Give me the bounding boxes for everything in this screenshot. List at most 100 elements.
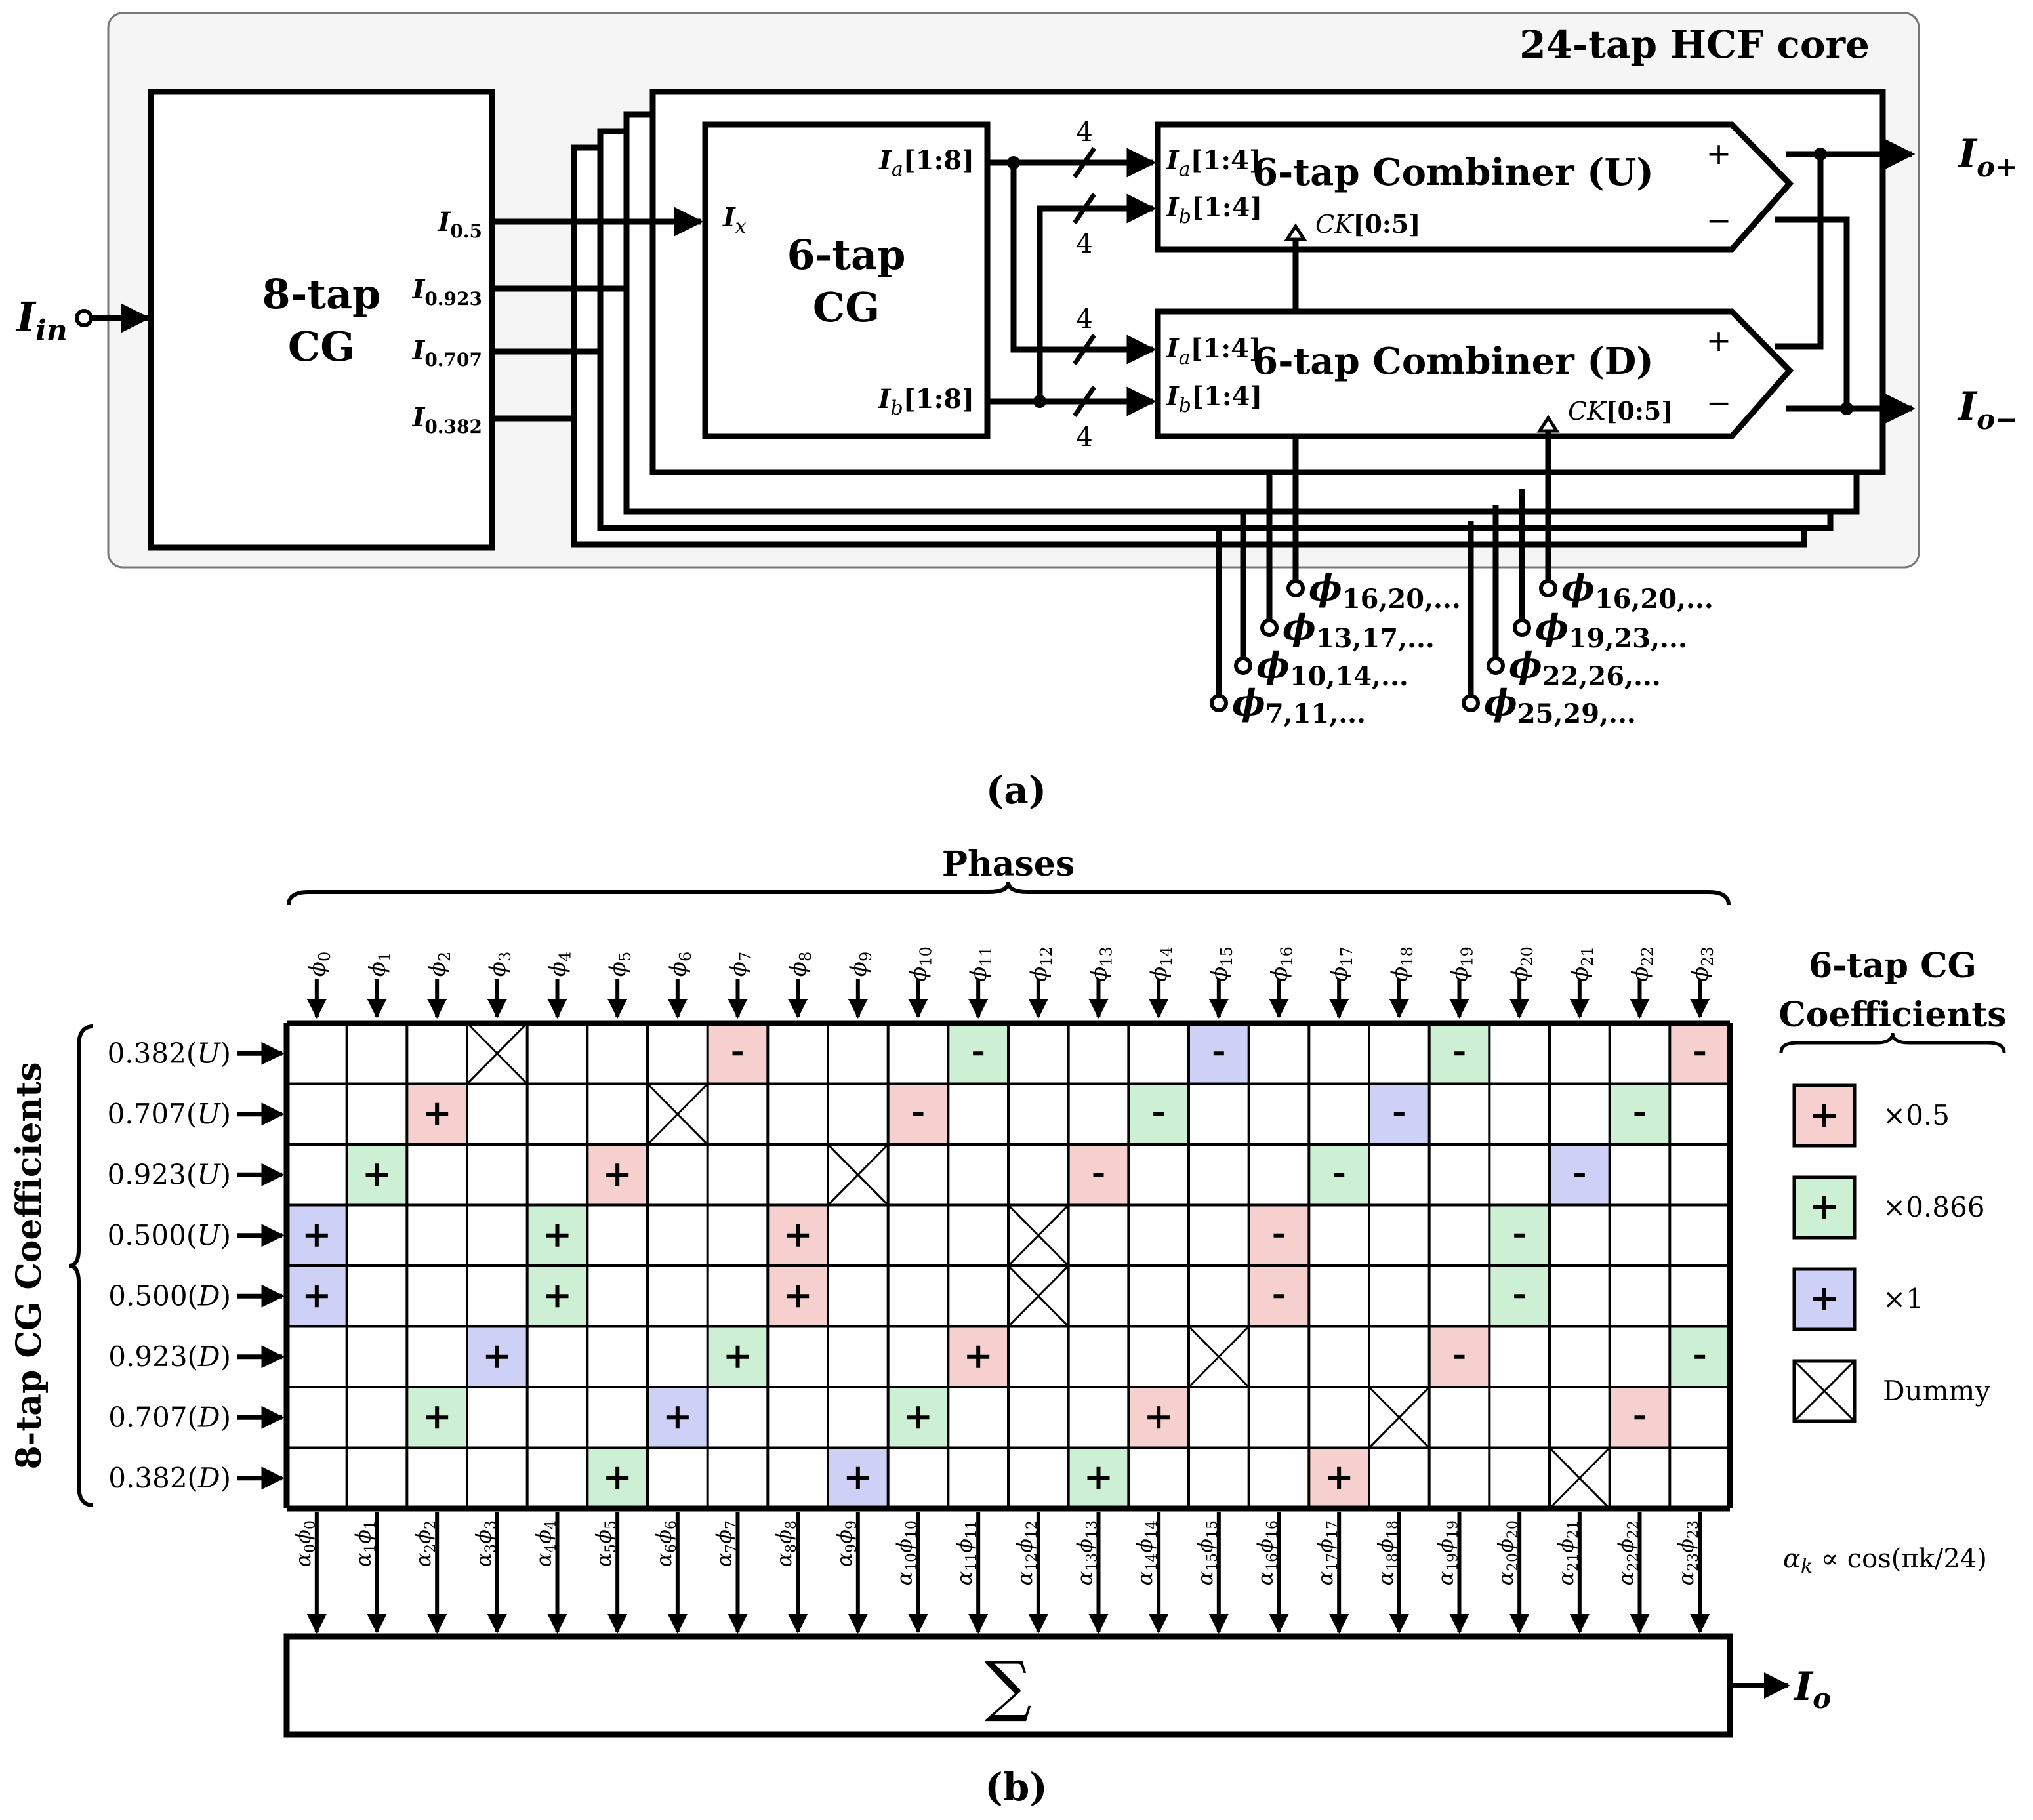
row-label-6: 0.707(D): [108, 1401, 231, 1433]
sum-symbol: ∑: [985, 1648, 1031, 1724]
cg8-out-0p5: I0.5: [438, 207, 482, 242]
legend-title-line2: Coefficients: [1778, 995, 2006, 1035]
combiner-d-title: 6-tap Combiner (D): [1252, 340, 1654, 383]
phase-terminal-l3: [1234, 657, 1252, 675]
phase-header-18: ϕ18: [1387, 946, 1416, 982]
phase-terminal-l2: [1260, 618, 1279, 637]
dummy-cross-b: [827, 1143, 889, 1206]
legend-label-0: ×0.5: [1883, 1099, 1950, 1131]
phase-header-17: ϕ17: [1326, 946, 1356, 982]
row-label-4: 0.500(D): [108, 1280, 231, 1312]
combiner-u-title: 6-tap Combiner (U): [1252, 151, 1654, 194]
cg6-in-label: Ix: [722, 202, 747, 238]
phase-header-8: ϕ8: [785, 952, 815, 977]
phase-label-r1: ϕ16,20,...: [1561, 567, 1714, 615]
phase-label-l1: ϕ16,20,...: [1309, 567, 1461, 615]
phase-header-0: ϕ0: [304, 952, 334, 977]
phase-label-r2: ϕ19,23,...: [1535, 606, 1687, 654]
phase-header-11: ϕ11: [966, 946, 995, 982]
phase-header-13: ϕ13: [1086, 946, 1116, 982]
alpha-label-15: α15ϕ15: [1193, 1520, 1221, 1585]
output-plus-label: Io+: [1957, 131, 2018, 183]
dummy-cross-b: [1368, 1386, 1430, 1449]
phase-header-6: ϕ6: [665, 952, 695, 977]
phase-header-5: ϕ5: [605, 952, 634, 977]
junction-ia: [1007, 156, 1020, 169]
junction-out-minus: [1840, 402, 1853, 415]
alpha-label-0: α0ϕ0: [291, 1520, 319, 1567]
legend-dummy-cross-b: [1793, 1360, 1856, 1423]
phase-header-9: ϕ9: [846, 952, 875, 977]
bus-width-1: 4: [1076, 117, 1092, 148]
row-axis-title: 8-tap CG Coefficients: [9, 1062, 49, 1469]
cg6-out-b-label: Ib[1:8]: [878, 384, 974, 420]
combiner-d-in-b: Ib[1:4]: [1166, 381, 1262, 417]
combiner-d-in-a: Ia[1:4]: [1166, 333, 1262, 369]
alpha-label-19: α19ϕ19: [1433, 1520, 1462, 1585]
alpha-label-3: α3ϕ3: [471, 1520, 499, 1567]
cg8-block: [148, 89, 495, 551]
row-label-2: 0.923(U): [108, 1158, 231, 1190]
alpha-label-11: α11ϕ11: [952, 1520, 980, 1585]
legend-brace: [1779, 1032, 2006, 1053]
cg8-title-line1: 8-tap: [262, 270, 380, 318]
cg8-title-line2: CG: [288, 323, 355, 371]
phase-header-14: ϕ14: [1146, 946, 1176, 982]
alpha-label-7: α7ϕ7: [712, 1520, 740, 1567]
legend-title-line1: 6-tap CG: [1809, 946, 1977, 986]
phase-label-l3: ϕ10,14,...: [1256, 644, 1408, 692]
alpha-label-23: α23ϕ23: [1674, 1520, 1702, 1585]
alpha-label-6: α6ϕ6: [651, 1520, 680, 1567]
phase-header-1: ϕ1: [365, 952, 394, 977]
phase-headers: ϕ0ϕ1ϕ2ϕ3ϕ4ϕ5ϕ6ϕ7ϕ8ϕ9ϕ10ϕ11ϕ12ϕ13ϕ14ϕ15ϕ1…: [304, 946, 1717, 1019]
dummy-cross-b: [466, 1022, 528, 1085]
part-a-block-diagram: 24-tap HCF core 8-tap CG I0.5 I0.923 I0.…: [15, 12, 2018, 813]
ck-u-triangle: [1284, 223, 1307, 241]
bus-width-2: 4: [1076, 229, 1092, 259]
combiner-u-block: [1155, 121, 1794, 253]
phase-header-15: ϕ15: [1206, 946, 1236, 982]
phase-terminal-l1: [1286, 579, 1305, 597]
alpha-label-21: α21ϕ21: [1553, 1520, 1582, 1585]
bus-slash-2: [1073, 193, 1096, 224]
phase-header-19: ϕ19: [1447, 946, 1477, 982]
alpha-label-14: α14ϕ14: [1132, 1520, 1160, 1585]
input-label: Iin: [15, 293, 68, 348]
legend-label-2: ×1: [1883, 1283, 1923, 1315]
phase-label-r4: ϕ25,29,...: [1484, 681, 1636, 729]
phase-header-20: ϕ20: [1507, 946, 1536, 982]
cg6-title-line2: CG: [813, 283, 880, 331]
cg8-out-0p707: I0.707: [412, 335, 482, 371]
legend-label-1: ×0.866: [1883, 1191, 1984, 1223]
wire-i0923: [492, 285, 630, 512]
dummy-cross-b: [1007, 1204, 1069, 1267]
phase-header-4: ϕ4: [545, 952, 575, 977]
phase-label-r3: ϕ22,26,...: [1509, 644, 1661, 692]
junction-out-plus: [1814, 148, 1827, 161]
phases-title: Phases: [942, 844, 1075, 884]
phase-header-10: ϕ10: [906, 946, 935, 982]
phase-label-l2: ϕ13,17,...: [1283, 606, 1435, 654]
phase-terminal-r3: [1487, 657, 1505, 675]
combiner-d-ck: CK[0:5]: [1568, 396, 1673, 426]
wire-i0382: [492, 415, 577, 544]
alpha-label-16: α16ϕ16: [1253, 1520, 1281, 1585]
alpha-label-5: α5ϕ5: [591, 1520, 619, 1567]
alpha-label-4: α4ϕ4: [531, 1520, 560, 1567]
input-terminal: [75, 309, 93, 327]
sum-block: [283, 1633, 1733, 1738]
combiner-d-plus: +: [1706, 323, 1732, 358]
dummy-cross-b: [1548, 1447, 1611, 1510]
wire-i0707: [492, 348, 604, 528]
dummy-cross-b: [646, 1083, 708, 1146]
alpha-formula: αk ∝ cos(πk/24): [1783, 1544, 1987, 1578]
phase-header-3: ϕ3: [485, 952, 514, 977]
alpha-labels: α0ϕ0α1ϕ1α2ϕ2α3ϕ3α4ϕ4α5ϕ5α6ϕ6α7ϕ7α8ϕ8α9ϕ9…: [291, 1512, 1710, 1634]
combiner-u-in-b: Ib[1:4]: [1166, 192, 1262, 228]
cg8-out-0p382: I0.382: [412, 402, 482, 437]
phase-header-21: ϕ21: [1567, 946, 1597, 982]
alpha-label-1: α1ϕ1: [351, 1520, 379, 1567]
ck-d-triangle: [1536, 415, 1560, 433]
